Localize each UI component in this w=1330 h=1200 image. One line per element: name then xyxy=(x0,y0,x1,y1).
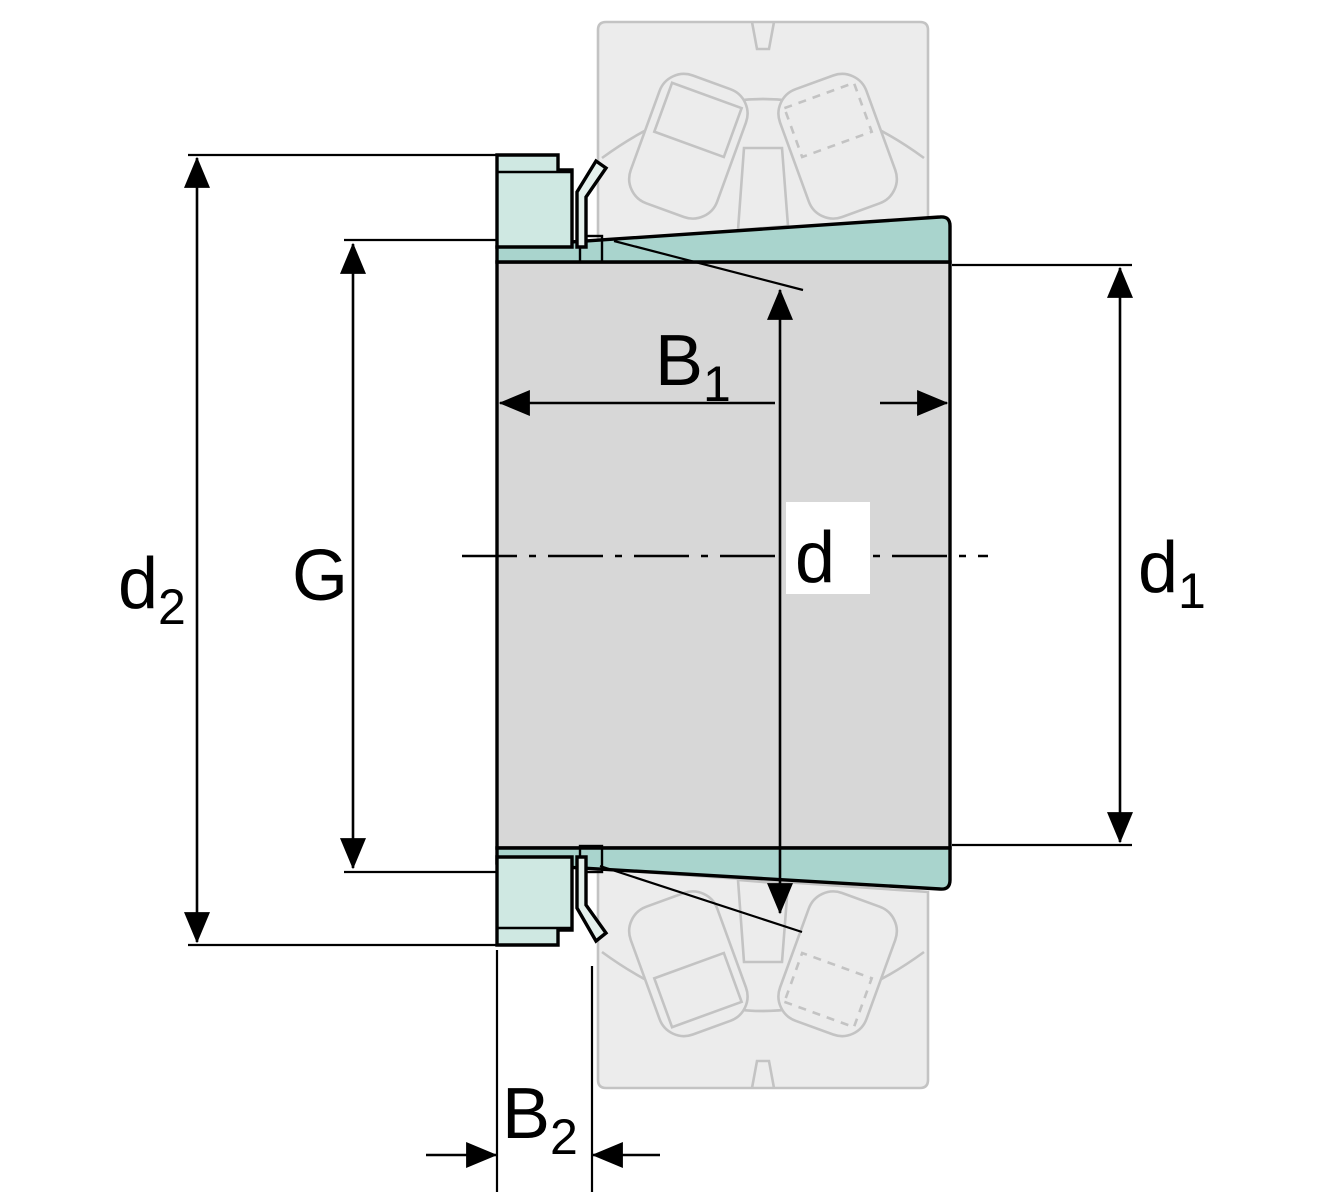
dimension-d2 xyxy=(184,153,497,947)
taper-strip-bottom xyxy=(495,846,952,891)
leader-line-top xyxy=(613,239,804,292)
lock-nut-top xyxy=(495,153,574,249)
dimension-g xyxy=(340,238,497,874)
label-d: d xyxy=(795,518,835,598)
dimension-b2 xyxy=(426,950,660,1192)
cage-pocket-left xyxy=(652,81,744,159)
lubrication-groove-notch xyxy=(750,21,776,51)
taper-strip-top xyxy=(495,215,952,264)
label-d2: d2 xyxy=(118,544,186,635)
roller-left xyxy=(627,72,749,220)
bearing-ghost-top xyxy=(596,20,930,243)
roller-right xyxy=(777,72,899,220)
label-g: G xyxy=(292,536,348,616)
label-d-backing xyxy=(786,502,870,594)
washer-keyway-top xyxy=(578,234,604,264)
dimension-d1 xyxy=(952,263,1133,847)
label-d1: d1 xyxy=(1138,528,1206,619)
label-b2: B2 xyxy=(502,1074,578,1165)
bearing-ghost-bottom xyxy=(596,867,930,1090)
leader-line-bottom xyxy=(599,864,803,934)
lock-nut-bottom xyxy=(495,855,574,947)
label-b1: B1 xyxy=(655,321,731,412)
lock-washer-bottom xyxy=(575,855,609,944)
cage-pocket-right xyxy=(782,81,874,159)
lock-washer-top xyxy=(575,158,609,249)
